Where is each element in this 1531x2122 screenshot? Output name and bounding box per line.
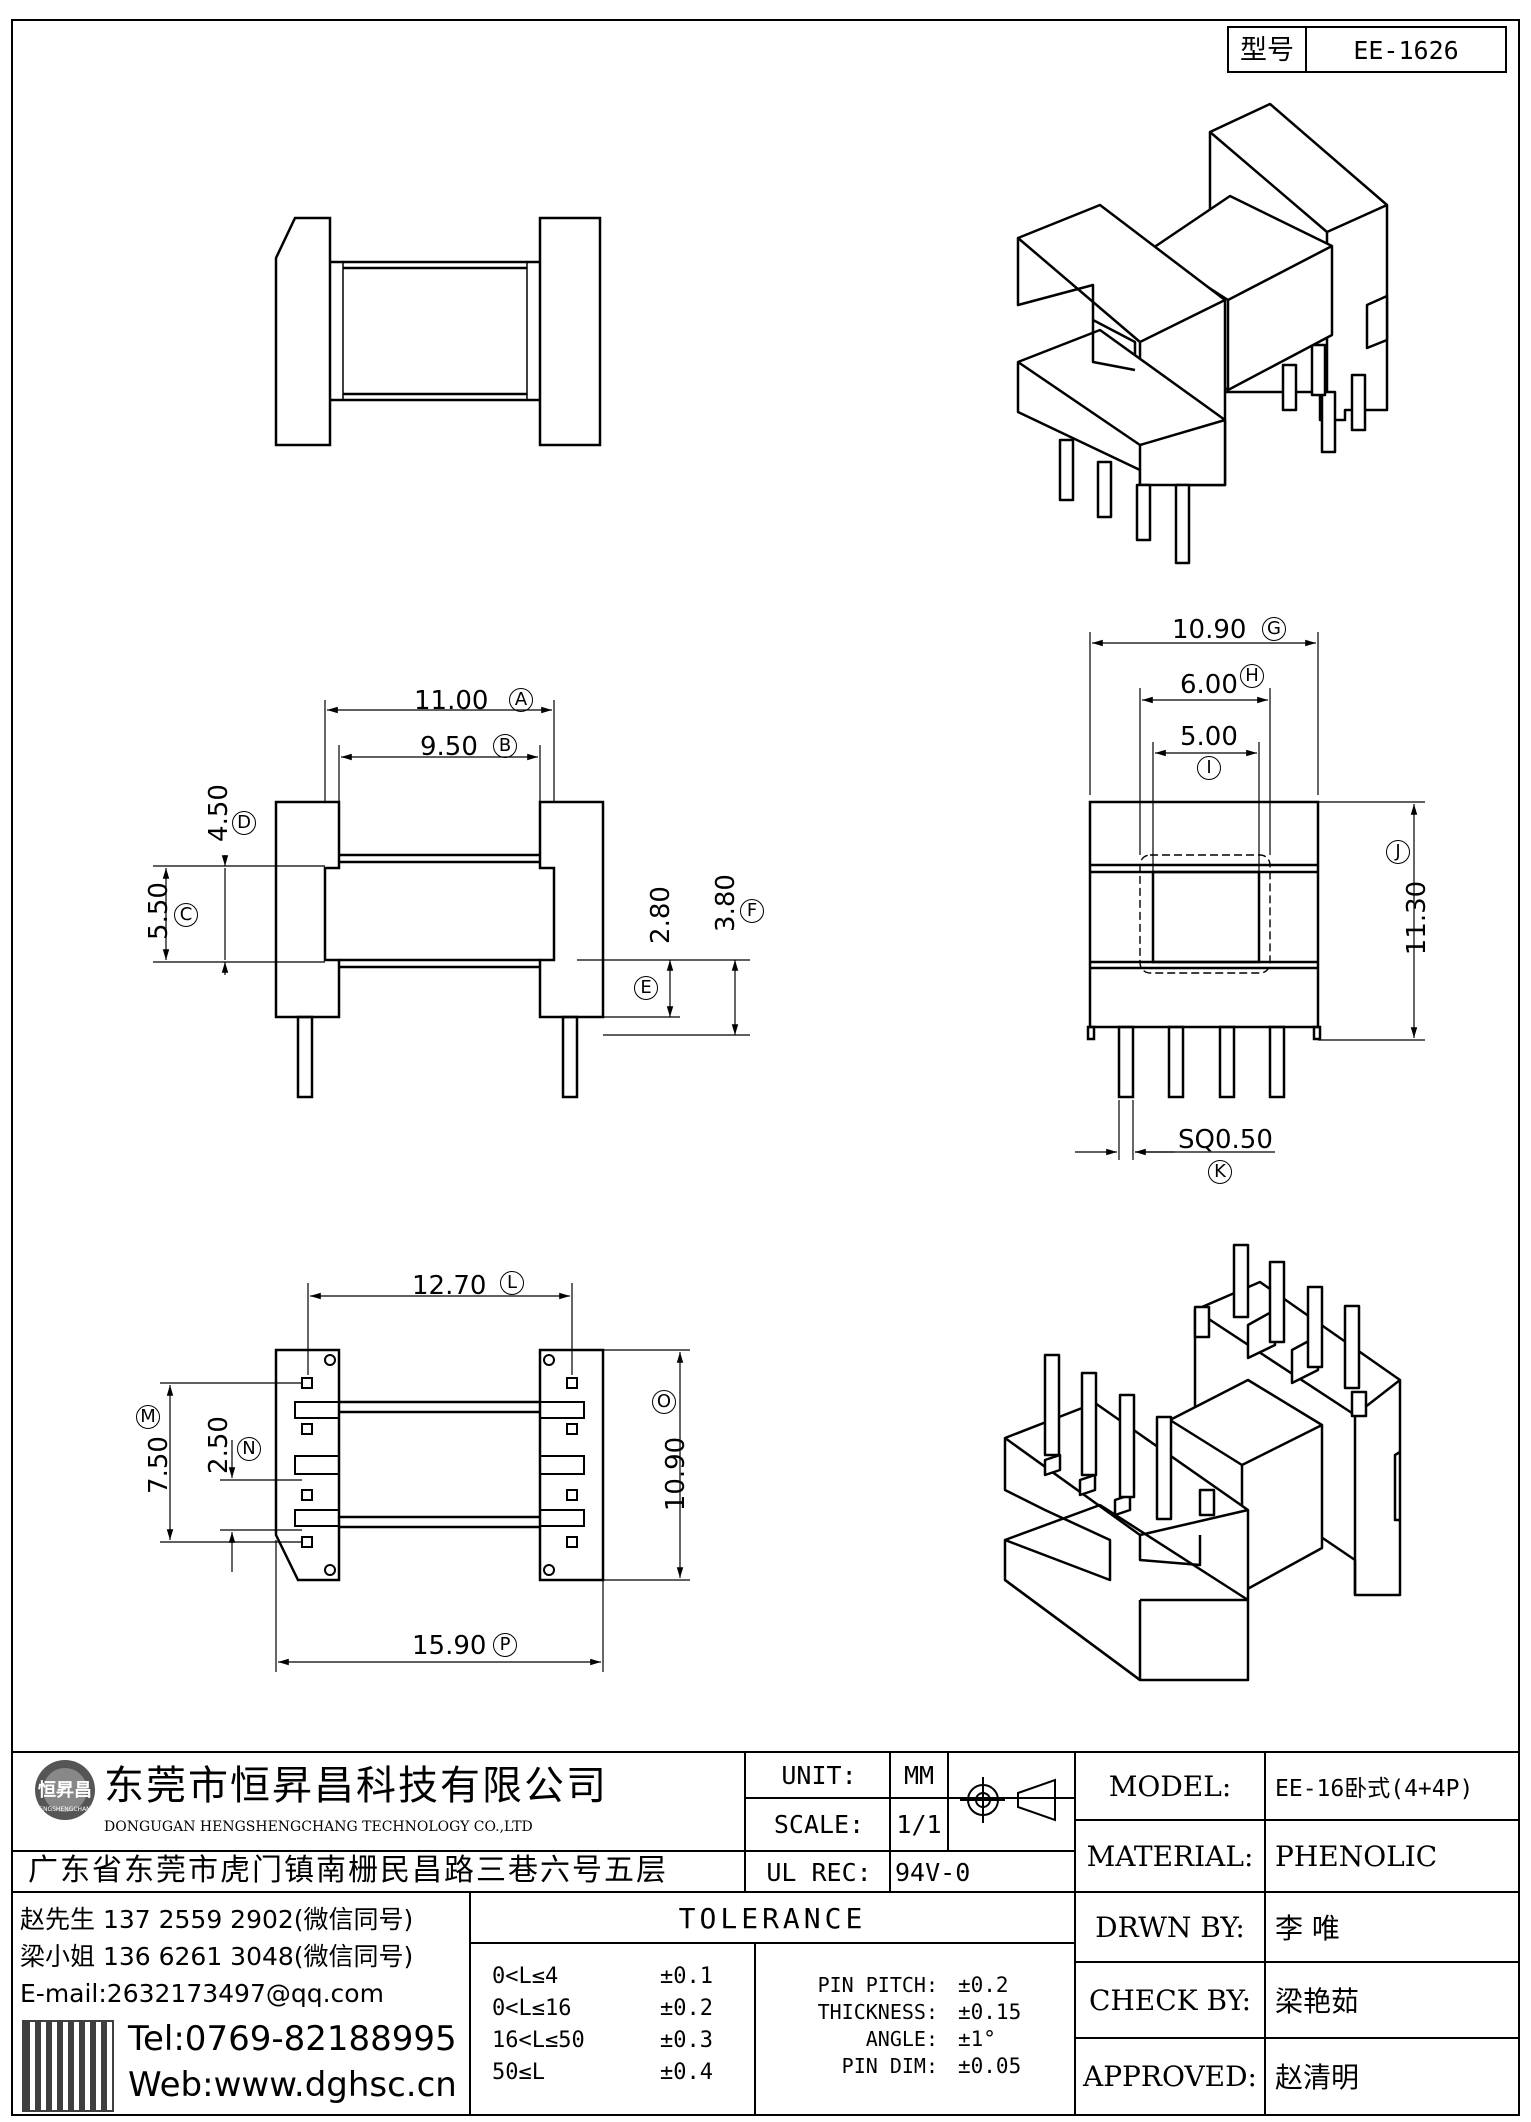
dim-C-value: 5.50 [143,882,174,940]
tol-range-2: 0<L≤16 [492,1996,572,2021]
tol-thickness-label: THICKNESS: [817,2000,938,2024]
dim-L-value: 12.70 [412,1271,487,1301]
dim-A-letter: A [509,688,533,712]
tol-pin-pitch-value: ±0.2 [958,1973,1009,1997]
unit-label: UNIT: [781,1760,857,1790]
drawing-border [11,19,1520,2116]
dim-F-value: 3.80 [710,874,741,932]
dim-I-letter: I [1197,756,1221,780]
top-view-dimension-lines [160,1283,690,1672]
tol-range-3: 16<L≤50 [492,2028,585,2053]
approved-label: APPROVED: [1083,2059,1257,2093]
dim-B-letter: B [493,734,517,758]
dim-K-letter: K [1208,1160,1232,1184]
tol-value-2: ±0.2 [660,1996,713,2021]
dim-F-letter: F [740,899,764,923]
approved-value: 赵清明 [1275,2061,1360,2094]
tol-range-1: 0<L≤4 [492,1964,559,1989]
tol-pin-dim-label: PIN DIM: [841,2054,938,2078]
drawn-by-label: DRWN BY: [1095,1910,1245,1944]
dim-E-value: 2.80 [645,886,676,944]
check-by-label: CHECK BY: [1088,1983,1252,2017]
logo-text: 恒昇昌 [38,1779,92,1801]
dim-B-value: 9.50 [420,732,478,762]
tol-pin-pitch-label: PIN PITCH: [817,1973,938,1997]
contact-line-2: 梁小姐 136 6261 3048(微信同号) [20,1942,414,1971]
company-name-cn: 东莞市恒昇昌科技有限公司 [104,1763,608,1809]
isometric-view-bottom [1003,1243,1402,1682]
company-name-en: DONGUGAN HENGSHENGCHANG TECHNOLOGY CO.,L… [104,1819,533,1835]
material-label: MATERIAL: [1086,1839,1254,1873]
dim-N-letter: N [237,1437,261,1461]
side-view-top [274,216,602,447]
dim-H-value: 6.00 [1180,670,1238,700]
side-view-dimensioned [274,800,605,1099]
contact-web: Web:www.dghsc.cn [128,2065,457,2105]
unit-value: MM [903,1760,935,1790]
company-address: 广东省东莞市虎门镇南栅民昌路三巷六号五层 [28,1853,668,1888]
tol-angle-label: ANGLE: [865,2027,938,2051]
model-value: EE-16卧式(4+4P) [1275,1776,1474,1802]
ul-label: UL REC: [766,1857,872,1887]
dim-O-letter: O [652,1390,676,1414]
dim-J-letter: J [1386,840,1410,864]
header-model-value: EE-1626 [1353,36,1458,65]
dim-L-letter: L [500,1271,524,1295]
tolerance-title: TOLERANCE [678,1901,867,1935]
top-view-dimensioned [274,1348,605,1582]
dim-K-value: SQ0.50 [1178,1125,1273,1155]
dim-D-letter: D [232,811,256,835]
company-logo: 恒昇昌 HENGSHENGCHANG [35,1760,96,1820]
front-view-dimension-lines [1075,632,1425,1160]
contact-email: E-mail:2632173497@qq.com [20,1979,384,2008]
ul-value: 94V-0 [895,1857,971,1887]
dim-O-value: 10.90 [661,1436,692,1512]
logo-subtext: HENGSHENGCHANG [35,1806,96,1813]
header-model-label: 型号 [1240,35,1294,66]
tol-value-1: ±0.1 [660,1964,713,1989]
tol-range-4: 50≤L [492,2060,545,2085]
tol-pin-dim-value: ±0.05 [958,2054,1022,2078]
contact-line-1: 赵先生 137 2559 2902(微信同号) [20,1905,414,1934]
header-model-box: 型号 EE-1626 [1227,26,1507,73]
tol-thickness-value: ±0.15 [958,2000,1022,2024]
tol-value-3: ±0.3 [660,2028,713,2053]
model-label: MODEL: [1108,1769,1232,1803]
qr-code [22,2020,114,2112]
scale-value: 1/1 [896,1810,942,1839]
dim-P-value: 15.90 [412,1631,487,1661]
front-view-dimensioned [1086,800,1322,1099]
contact-tel: Tel:0769-82188995 [128,2019,457,2059]
dim-A-value: 11.00 [414,686,489,716]
dim-M-letter: M [136,1405,160,1429]
tol-angle-value: ±1° [958,2027,996,2051]
dim-C-letter: C [174,903,198,927]
isometric-view-top [1016,102,1389,565]
dim-E-letter: E [634,976,658,1000]
dim-G-value: 10.90 [1172,615,1247,645]
check-by-value: 梁艳茹 [1275,1985,1360,2018]
dim-P-letter: P [493,1633,517,1657]
dim-D-value: 4.50 [203,784,234,842]
projection-symbol [960,1777,1056,1823]
scale-label: SCALE: [773,1810,865,1839]
dim-J-value: 11.30 [1402,880,1433,956]
dim-I-value: 5.00 [1180,722,1238,752]
dim-H-letter: H [1240,664,1264,688]
material-value: PHENOLIC [1275,1839,1438,1873]
title-block-grid [12,1751,1519,2115]
dim-G-letter: G [1262,617,1286,641]
tol-value-4: ±0.4 [660,2060,713,2085]
dim-M-value: 7.50 [143,1436,174,1494]
drawn-by-value: 李 唯 [1275,1912,1340,1945]
dim-N-value: 2.50 [203,1416,234,1474]
